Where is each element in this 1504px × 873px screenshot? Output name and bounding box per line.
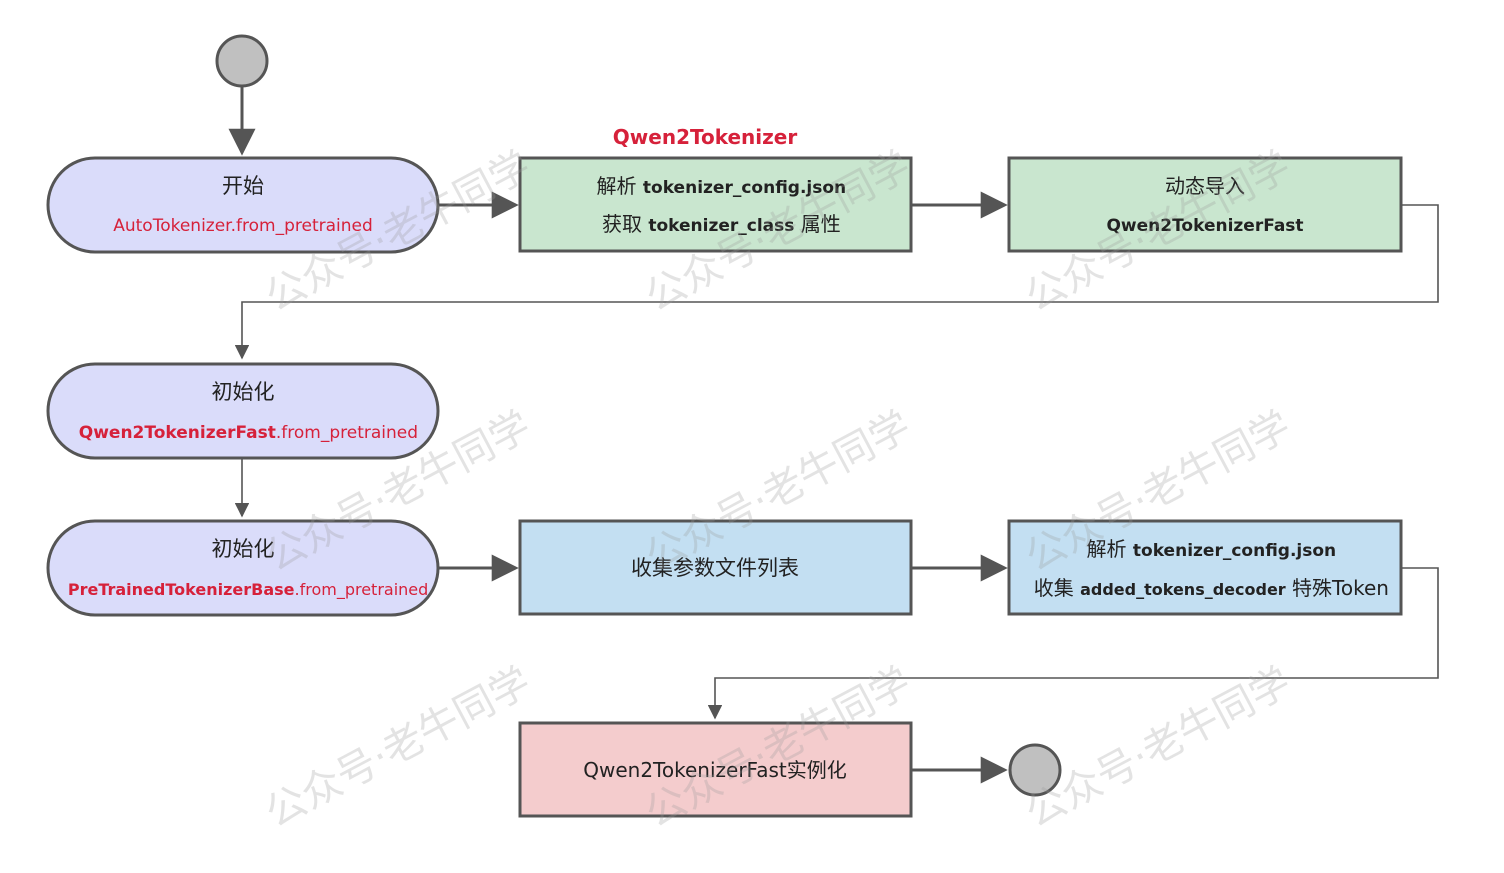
watermark: 公众号·老牛同学 <box>258 659 538 837</box>
tokenizer-class-name: tokenizer_class <box>648 216 794 236</box>
parse-config-filename: tokenizer_config.json <box>643 178 846 198</box>
edge-special-to-instantiate <box>707 567 1439 720</box>
watermark: 公众号·老牛同学 <box>1018 659 1298 837</box>
node-init-fast-title: 初始化 <box>212 380 275 404</box>
node-parse-config-shape <box>518 156 913 253</box>
end-node <box>1008 743 1062 797</box>
node-start-autotokenizer: 开始 AutoTokenizer.from_pretrained <box>46 156 440 254</box>
qwen2tokenizer-label: Qwen2Tokenizer <box>613 125 798 149</box>
collect-suffix: 特殊Token <box>1286 576 1389 600</box>
init-fast-method: .from_pretrained <box>276 423 418 443</box>
node-dynamic-import: 动态导入 Qwen2TokenizerFast <box>1007 156 1403 253</box>
node-instantiate: Qwen2TokenizerFast实例化 <box>518 721 913 818</box>
node-instantiate-shape <box>518 721 913 818</box>
get-class-prefix: 获取 <box>602 212 648 236</box>
node-collect-files-title: 收集参数文件列表 <box>631 556 799 580</box>
edges <box>228 86 1439 784</box>
node-parse-config-line2: 获取 tokenizer_class 属性 <box>557 212 872 236</box>
node-start-shape <box>46 156 440 254</box>
node-start-title: 开始 <box>222 174 264 198</box>
node-parse-special-line2: 收集 added_tokens_decoder 特殊Token <box>989 576 1421 600</box>
watermarks: 公众号·老牛同学 公众号·老牛同学 公众号·老牛同学 公众号·老牛同学 公众号·… <box>258 143 1298 837</box>
node-parse-config: 解析 tokenizer_config.json 获取 tokenizer_cl… <box>518 156 913 253</box>
node-init-base: 初始化 PreTrainedTokenizerBase.from_pretrai… <box>32 519 453 617</box>
parse-config-prefix: 解析 <box>597 174 643 198</box>
node-init-fast: 初始化 Qwen2TokenizerFast.from_pretrained <box>41 362 445 460</box>
init-base-method: .from_pretrained <box>295 580 429 600</box>
parse-special-prefix: 解析 <box>1087 537 1133 561</box>
node-init-fast-subtitle: Qwen2TokenizerFast.from_pretrained <box>41 423 445 443</box>
node-init-base-title: 初始化 <box>212 537 275 561</box>
node-dynamic-import-subtitle: Qwen2TokenizerFast <box>1106 216 1303 236</box>
node-parse-special: 解析 tokenizer_config.json 收集 added_tokens… <box>989 519 1421 616</box>
parse-special-filename: tokenizer_config.json <box>1133 541 1336 561</box>
node-start-subtitle: AutoTokenizer.from_pretrained <box>113 216 373 236</box>
node-dynamic-import-shape <box>1007 156 1403 253</box>
collect-prefix: 收集 <box>1034 576 1080 600</box>
node-collect-files-shape <box>518 519 913 616</box>
node-instantiate-title: Qwen2TokenizerFast实例化 <box>583 758 846 782</box>
init-fast-class: Qwen2TokenizerFast <box>79 423 276 443</box>
node-init-base-shape <box>46 519 440 617</box>
node-parse-config-line1: 解析 tokenizer_config.json <box>552 174 878 198</box>
node-init-fast-shape <box>46 362 440 460</box>
node-parse-special-line1: 解析 tokenizer_config.json <box>1042 537 1368 561</box>
edge-import-to-init-fast <box>234 204 1439 360</box>
get-class-suffix: 属性 <box>794 212 840 236</box>
node-init-base-subtitle: PreTrainedTokenizerBase.from_pretrained <box>32 580 453 600</box>
node-parse-special-shape <box>1007 519 1403 616</box>
added-tokens-decoder: added_tokens_decoder <box>1080 580 1286 599</box>
node-dynamic-import-title: 动态导入 <box>1165 174 1245 198</box>
node-collect-files: 收集参数文件列表 <box>518 519 913 616</box>
init-base-class: PreTrainedTokenizerBase <box>68 580 295 599</box>
start-node <box>215 34 269 88</box>
